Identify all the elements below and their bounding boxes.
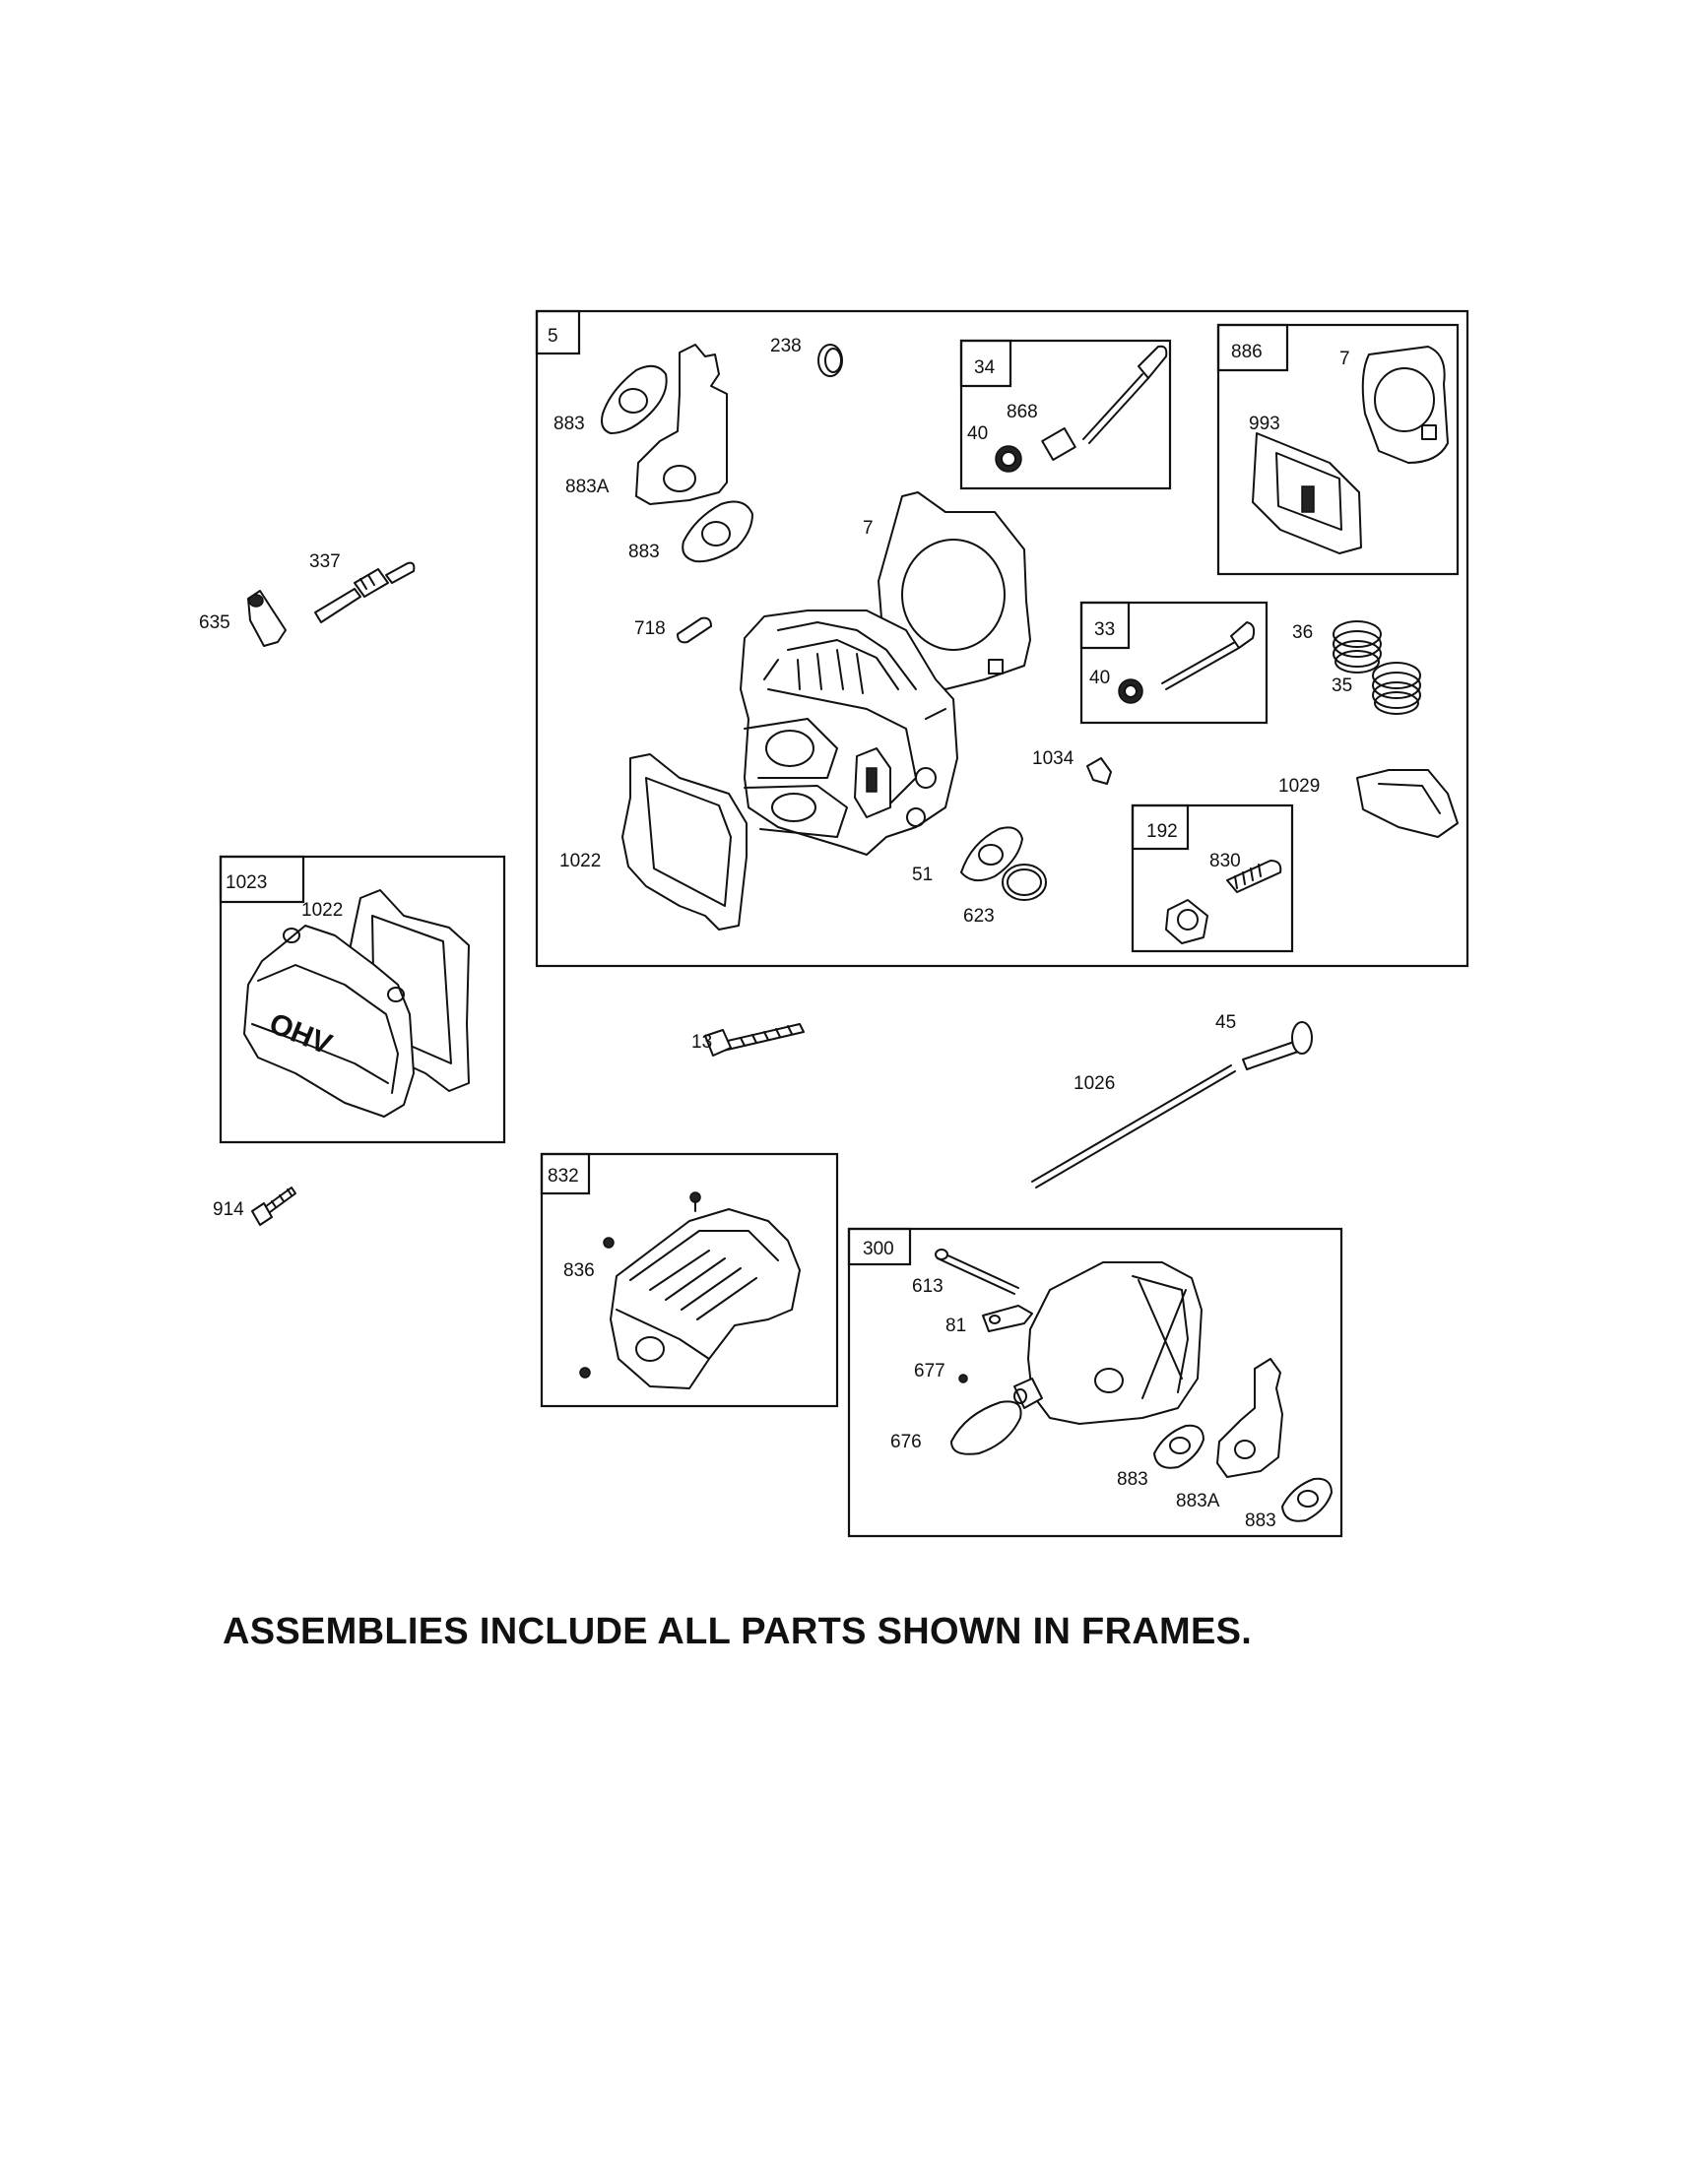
part-36-valve-spring: 36 [1292,620,1382,674]
part-883-gasket-top: 883 [553,364,668,434]
label-1022-frame1023: 1022 [301,900,343,921]
part-677-screw: 677 [914,1361,968,1383]
label-676: 676 [890,1432,922,1452]
frame-5-number: 5 [548,326,558,347]
label-45: 45 [1215,1012,1236,1033]
part-676-deflector: 676 [890,1400,1022,1455]
part-623-o-ring: 623 [963,864,1047,927]
frame-300-number: 300 [863,1239,894,1259]
label-830: 830 [1209,851,1241,871]
label-883-muffler-2: 883 [1245,1510,1276,1531]
frame-192-number: 192 [1146,821,1178,842]
frame-1023-tag [219,855,305,904]
label-883-middle: 883 [628,542,660,562]
part-1034-clip: 1034 [1032,748,1112,785]
part-914-screw: 914 [213,1187,296,1226]
frame-300-muffler-assembly: 300 613 81 677 676 [847,1227,1343,1538]
label-914: 914 [213,1199,244,1220]
label-883A-muffler: 883A [1176,1491,1220,1511]
frame-1023-number: 1023 [226,872,267,893]
frame-192-border [1131,803,1294,953]
frame-34-tag [959,339,1012,388]
part-1026-push-rod: 1026 [1031,1064,1236,1188]
part-muffler-body [1013,1261,1203,1425]
part-613-stud: 613 [912,1249,1019,1297]
assembly-note: ASSEMBLIES INCLUDE ALL PARTS SHOWN IN FR… [223,1611,1253,1652]
frame-832-number: 832 [548,1166,579,1187]
label-13: 13 [691,1032,712,1053]
part-35-valve-spring: 35 [1332,662,1421,715]
frame-33-tag [1079,601,1131,650]
label-883A-top: 883A [565,477,610,497]
label-993: 993 [1249,414,1280,434]
frame-33-border [1079,601,1269,725]
part-7-head-gasket: 7 [863,491,1031,690]
label-81: 81 [945,1316,966,1336]
label-718: 718 [634,618,666,639]
frame-5-border [535,309,1469,968]
part-1022-rocker-gasket: 1022 [559,753,748,931]
label-51: 51 [912,865,933,885]
label-1029: 1029 [1278,776,1320,797]
label-1022-frame5: 1022 [559,851,601,871]
frame-886-tag [1216,323,1289,372]
label-1034: 1034 [1032,748,1074,769]
frame-300-tag [847,1227,912,1266]
label-1026: 1026 [1074,1073,1115,1094]
label-7-head-gasket: 7 [863,518,874,539]
part-cylinder-head [740,610,958,856]
part-81-bracket: 81 [945,1305,1033,1336]
frame-886-gasket-set: 886 7 993 [1216,323,1460,576]
label-238: 238 [770,336,802,356]
frame-33-intake-valve: 33 40 [1079,601,1269,725]
frame-33-number: 33 [1094,619,1115,640]
label-623: 623 [963,906,995,927]
part-13-bolt: 13 [691,1023,805,1057]
frame-300-border [847,1227,1343,1538]
label-337: 337 [309,551,341,572]
frame-5-tag [535,309,581,355]
frame-832-muffler-guard-assembly: 832 836 [540,1152,839,1408]
label-836: 836 [563,1260,595,1281]
part-45-tappet: 45 [1215,1012,1313,1070]
frame-192-breather-assembly: 192 830 [1131,803,1294,953]
part-718-dowel-pin: 718 [634,616,712,644]
part-883A-muffler-spacer: 883A [1176,1358,1283,1511]
frame-886-number: 886 [1231,342,1263,362]
frame-886-border [1216,323,1460,576]
label-613: 613 [912,1276,944,1297]
part-238-plug: 238 [770,336,843,377]
part-635-spark-plug-boot: 635 [199,590,287,647]
part-883-muffler-gasket-2: 883 [1245,1477,1333,1531]
label-40-top: 40 [967,423,988,444]
frame-34-number: 34 [974,357,996,378]
frame-192-tag [1131,803,1190,851]
label-883-muffler-1: 883 [1117,1469,1148,1490]
label-868: 868 [1007,402,1038,422]
frame-1023-border [219,855,506,1144]
part-883-gasket-middle: 883 [628,500,753,563]
part-883A-spacer: 883A [565,344,728,505]
label-7-gasket-set: 7 [1339,349,1350,369]
part-1029-shield: 1029 [1278,769,1459,838]
label-35: 35 [1332,675,1352,696]
label-677: 677 [914,1361,945,1381]
frame-1023-rocker-cover-assembly: 1023 1022 OHV [219,855,506,1144]
frame-832-tag [540,1152,591,1195]
part-51-gasket: 51 [912,826,1023,885]
label-883-top: 883 [553,414,585,434]
frame-34-border [959,339,1172,490]
label-635: 635 [199,612,230,633]
frame-832-border [540,1152,839,1408]
label-40-intake: 40 [1089,668,1110,688]
part-883-muffler-gasket-1: 883 [1117,1424,1204,1490]
label-36: 36 [1292,622,1313,643]
frame-34-exhaust-valve: 34 868 40 [959,339,1172,490]
part-337-spark-plug: 337 [309,551,416,623]
frame-5-cylinder-head-assembly: 5 [535,309,1469,968]
